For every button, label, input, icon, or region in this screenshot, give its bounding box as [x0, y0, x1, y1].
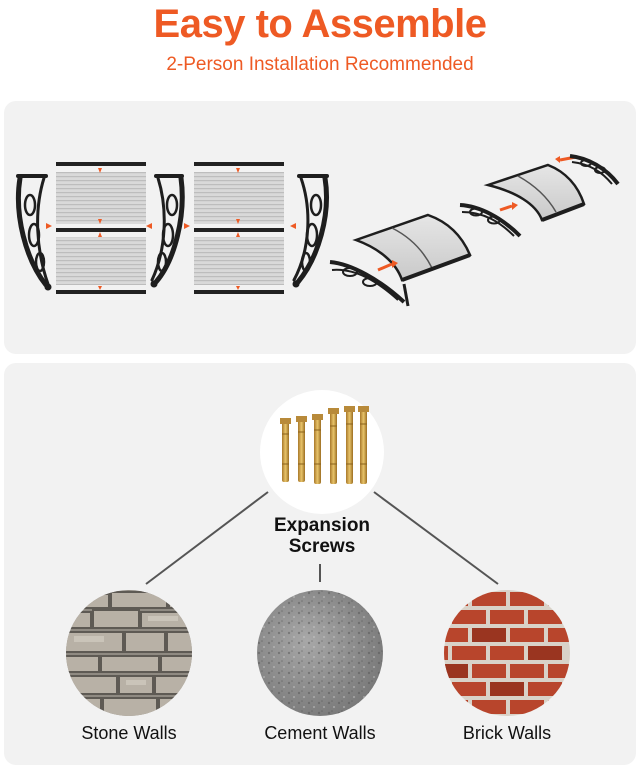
- expansion-screws-image: [260, 390, 384, 514]
- canopy-assembled-front: [329, 213, 472, 307]
- assembly-panel: [4, 101, 636, 354]
- bracket-middle: [150, 174, 185, 288]
- cement-wall-image: [257, 590, 383, 716]
- cement-walls-label: Cement Walls: [264, 723, 376, 743]
- screw-icon: [280, 406, 369, 484]
- brick-wall-image: [444, 590, 570, 716]
- bracket-left: [15, 174, 52, 291]
- expansion-screws-label: Expansion Screws: [273, 515, 371, 557]
- bracket-right: [292, 174, 329, 288]
- panel-stack-right: [194, 162, 284, 294]
- stone-walls-label: Stone Walls: [81, 723, 177, 743]
- arrow-icon: [46, 168, 296, 290]
- stone-wall-image: [66, 590, 192, 716]
- brick-walls-label: Brick Walls: [462, 723, 552, 743]
- canopy-middle-bracket: [459, 202, 522, 238]
- canopy-assembled-back: [483, 154, 620, 222]
- page-title: Easy to Assemble: [153, 2, 487, 46]
- page-subtitle: 2-Person Installation Recommended: [166, 54, 474, 75]
- panel-stack-left: [56, 162, 146, 294]
